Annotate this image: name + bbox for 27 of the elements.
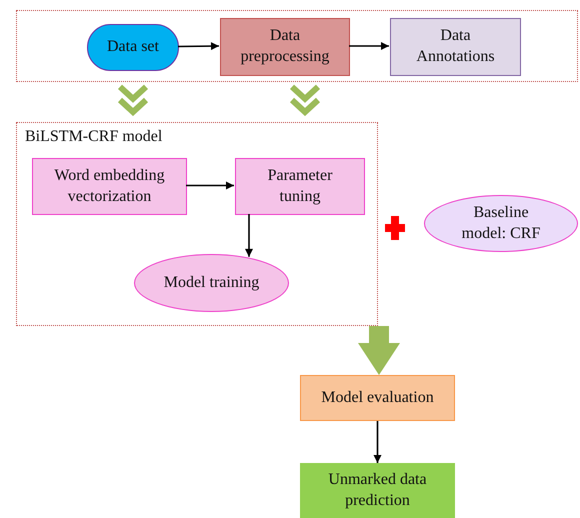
process-box [300, 463, 455, 518]
node-label: Word embedding vectorization [53, 166, 166, 206]
node-label: Data set [107, 37, 159, 58]
block-arrow [358, 326, 400, 375]
chevron-arrow [289, 84, 321, 116]
process-box [390, 18, 521, 76]
process-box [220, 18, 350, 76]
node-label: Data preprocessing [240, 26, 330, 67]
terminal-pill [87, 24, 179, 71]
group-frame [16, 122, 378, 326]
node-label: Data Annotations [415, 26, 496, 67]
node-label: Model training [164, 272, 260, 293]
arrow [374, 421, 382, 463]
node-label: Parameter tuning [266, 166, 334, 206]
arrow [178, 42, 220, 50]
chevron-arrow [117, 84, 149, 116]
arrow [245, 214, 253, 257]
arrow [186, 182, 234, 190]
arrow [349, 42, 389, 50]
process-box [300, 375, 455, 421]
group-frame [16, 10, 578, 82]
node-label: Unmarked data prediction [327, 470, 428, 510]
process-box [235, 158, 365, 215]
node-label: Baseline model: CRF [460, 202, 542, 244]
node-label: Model evaluation [321, 388, 434, 408]
process-box [32, 158, 187, 215]
group-title: BiLSTM-CRF model [25, 127, 162, 147]
